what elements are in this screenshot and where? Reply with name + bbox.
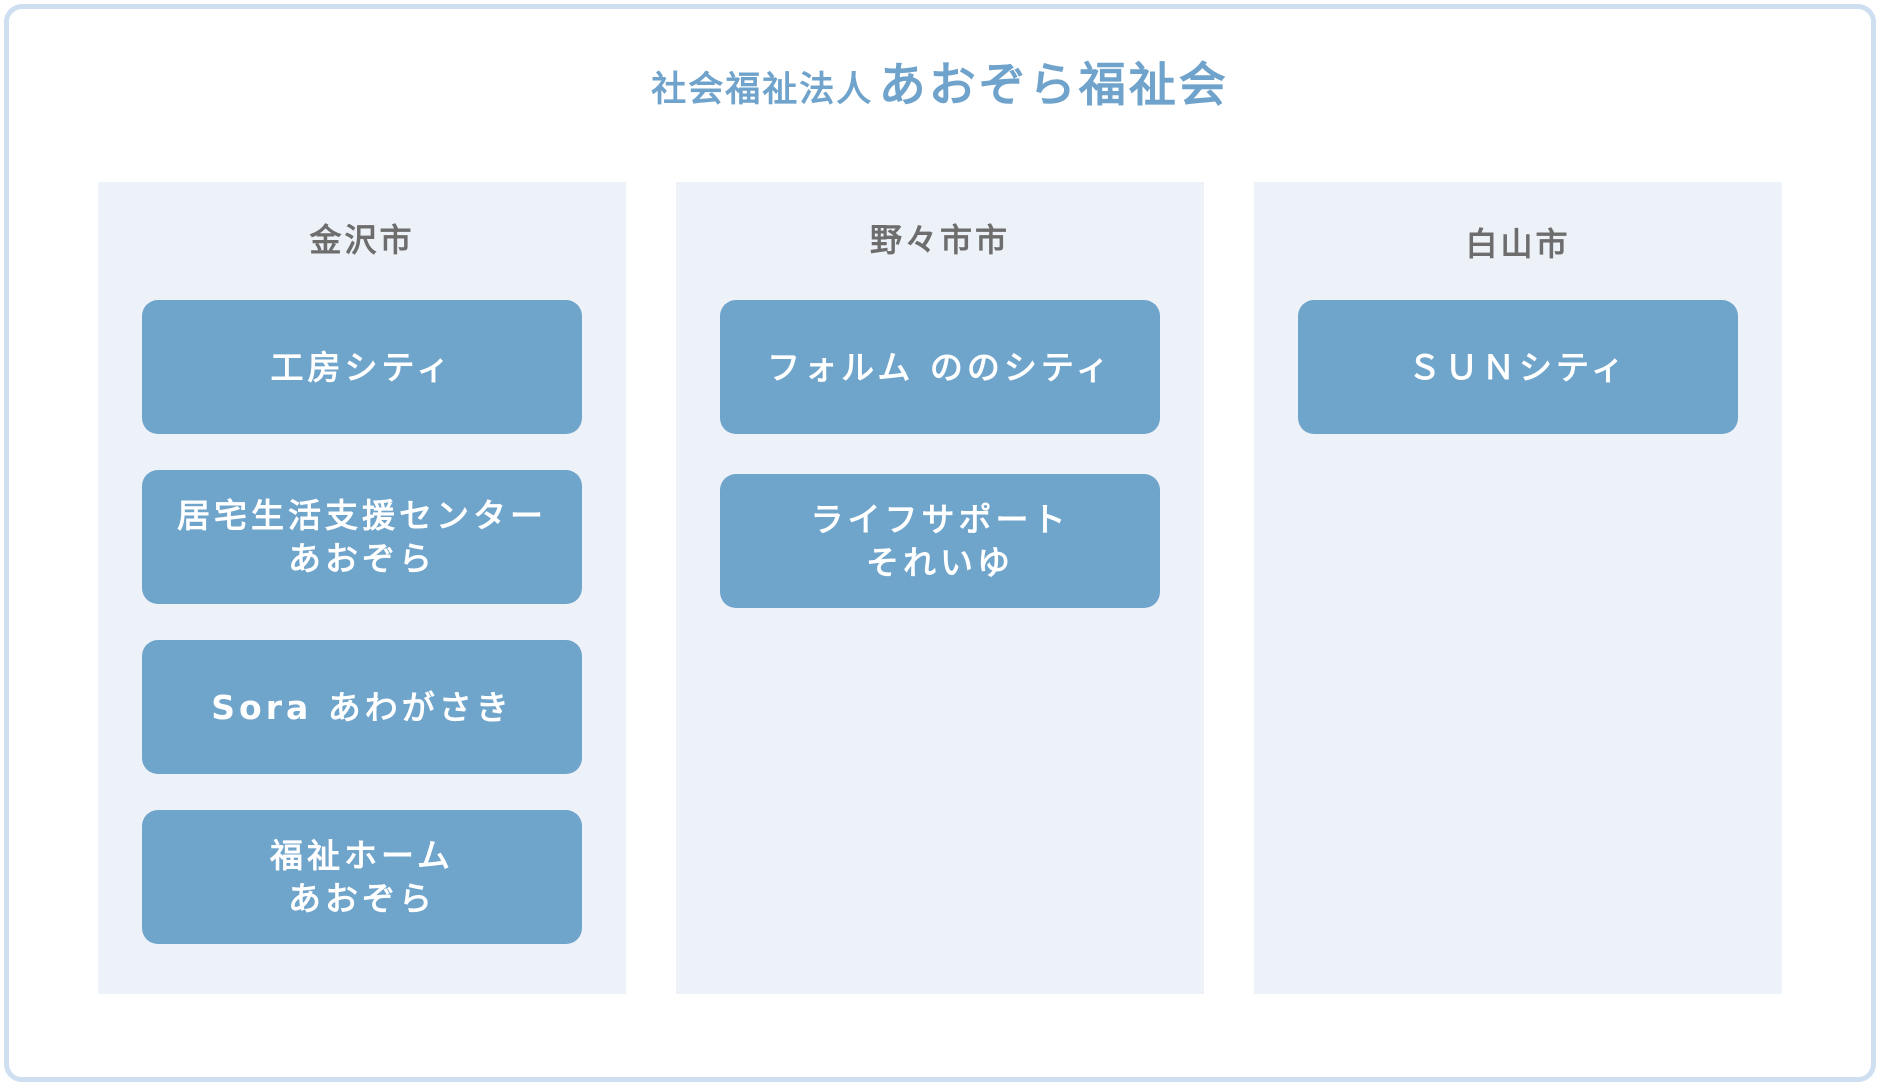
city-title: 野々市市 bbox=[869, 221, 1010, 259]
facility-label-line2: あおぞら bbox=[288, 539, 436, 578]
facility-label: 工房シティ bbox=[270, 347, 454, 387]
facility-label: ライフサポート bbox=[810, 500, 1070, 539]
facility-label: 居宅生活支援センター bbox=[177, 496, 547, 535]
facility-box[interactable]: Sora あわがさき bbox=[142, 640, 582, 774]
organization-type: 社会福祉法人 bbox=[651, 70, 874, 110]
facility-label: 福祉ホーム bbox=[269, 836, 454, 875]
facility-label-line2: それいゆ bbox=[866, 543, 1014, 582]
facility-label: ＳＵＮシティ bbox=[1407, 347, 1629, 387]
city-title: 金沢市 bbox=[309, 221, 415, 259]
facility-box[interactable]: ライフサポート それいゆ bbox=[720, 474, 1160, 608]
city-column-hakusan: 白山市 ＳＵＮシティ bbox=[1254, 182, 1782, 994]
facility-label-line2: あおぞら bbox=[288, 879, 436, 918]
city-title: 白山市 bbox=[1465, 225, 1571, 263]
city-column-nonoichi: 野々市市 フォルム ののシティ ライフサポート それいゆ bbox=[676, 182, 1204, 994]
city-column-kanazawa: 金沢市 工房シティ 居宅生活支援センター あおぞら Sora あわがさき 福祉ホ… bbox=[98, 182, 626, 994]
organization-title: 社会福祉法人 あおぞら福祉会 bbox=[0, 62, 1880, 109]
facility-label: フォルム ののシティ bbox=[767, 347, 1113, 387]
facility-box[interactable]: フォルム ののシティ bbox=[720, 300, 1160, 434]
facility-box[interactable]: 工房シティ bbox=[142, 300, 582, 434]
organization-name: あおぞら福祉会 bbox=[878, 58, 1229, 113]
facility-box[interactable]: 福祉ホーム あおぞら bbox=[142, 810, 582, 944]
facility-box[interactable]: ＳＵＮシティ bbox=[1298, 300, 1738, 434]
facility-label: Sora あわがさき bbox=[211, 687, 513, 727]
facility-box[interactable]: 居宅生活支援センター あおぞら bbox=[142, 470, 582, 604]
